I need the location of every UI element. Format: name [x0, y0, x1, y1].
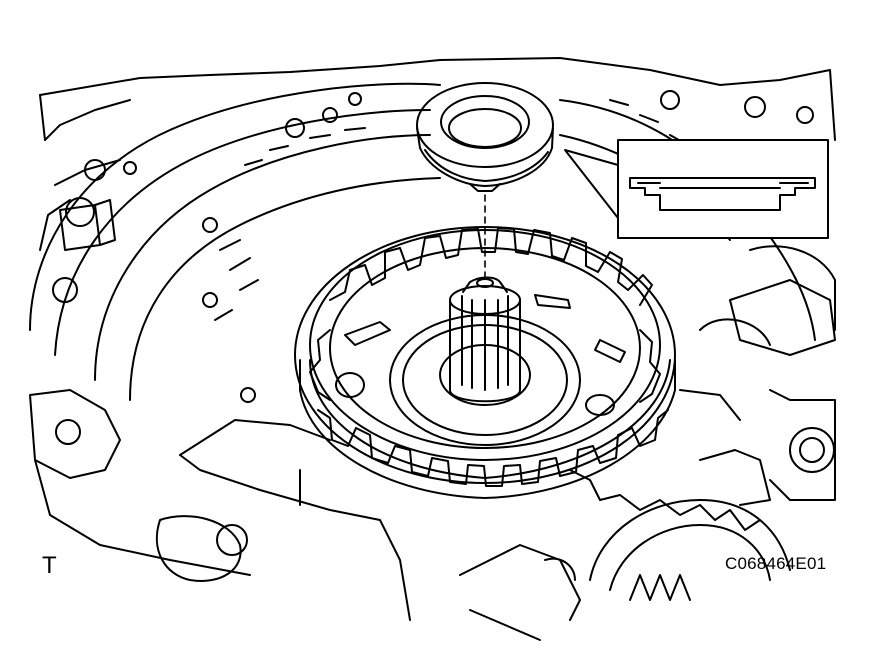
seal-cross-section-inset	[564, 139, 829, 239]
side-components	[679, 245, 836, 506]
figure-id-label: C068464E01	[725, 554, 827, 573]
planetary-gears	[569, 469, 791, 601]
transaxle-housing	[29, 57, 836, 641]
seal-ring	[416, 82, 554, 192]
orientation-mark: T	[42, 552, 57, 579]
input-shaft	[389, 276, 581, 446]
